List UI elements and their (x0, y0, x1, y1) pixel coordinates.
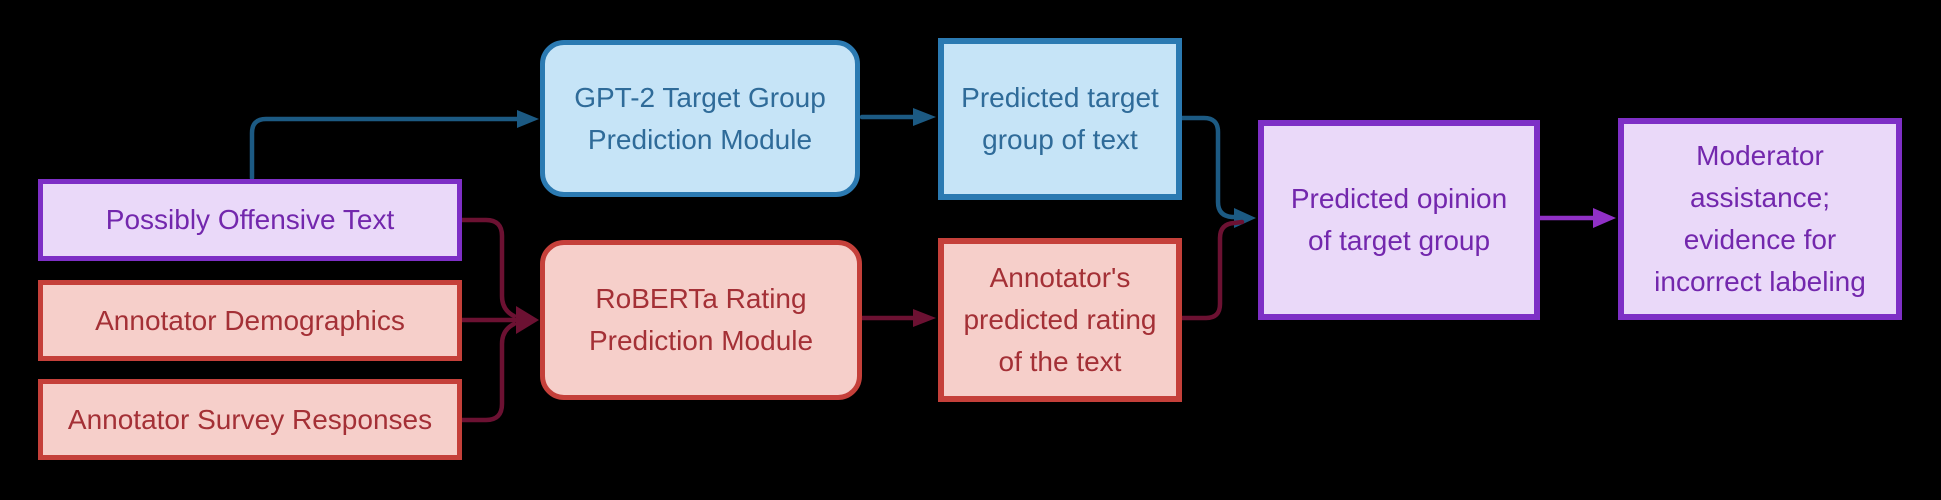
edge-offensive-to-gpt2 (249, 116, 521, 181)
node-possibly-offensive-text: Possibly Offensive Text (38, 179, 462, 261)
node-predicted-target-group-label: Predicted target group of text (961, 82, 1159, 155)
node-predicted-opinion-of-target-group: Predicted opinion of target group (1258, 120, 1540, 320)
arrowhead-rating-input-icon (913, 309, 936, 327)
arrowhead-opinion-input-icon (1234, 208, 1256, 228)
edge-target-group-to-opinion (1179, 115, 1239, 220)
node-annotator-demographics-label: Annotator Demographics (95, 304, 405, 336)
node-roberta-module-label: RoBERTa Rating Prediction Module (588, 283, 814, 356)
node-annotator-predicted-rating-label: Annotator's predicted rating of the text (963, 262, 1157, 377)
edge-offensive-to-roberta (459, 217, 517, 319)
node-possibly-offensive-text-label: Possibly Offensive Text (105, 204, 395, 235)
arrowhead-gpt2-input-icon (517, 110, 539, 128)
arrowhead-target-group-input-icon (913, 108, 936, 126)
arrowhead-roberta-input-icon (516, 306, 539, 334)
edge-survey-to-roberta (459, 321, 517, 423)
node-roberta-rating-prediction-module: RoBERTa Rating Prediction Module (540, 240, 862, 400)
node-gpt2-target-group-prediction-module: GPT-2 Target Group Prediction Module (540, 40, 860, 197)
node-moderator-assistance: Moderator assistance; evidence for incor… (1618, 118, 1902, 320)
node-annotator-predicted-rating: Annotator's predicted rating of the text (938, 238, 1182, 402)
arrowhead-moderator-input-icon (1593, 208, 1616, 228)
node-annotator-demographics: Annotator Demographics (38, 280, 462, 361)
node-annotator-survey-responses-label: Annotator Survey Responses (67, 403, 433, 435)
node-predicted-opinion-label: Predicted opinion of target group (1290, 183, 1508, 256)
node-moderator-assistance-label: Moderator assistance; evidence for incor… (1654, 140, 1866, 297)
node-gpt2-module-label: GPT-2 Target Group Prediction Module (574, 81, 826, 155)
edge-rating-to-opinion (1179, 219, 1245, 321)
node-predicted-target-group: Predicted target group of text (938, 38, 1182, 200)
node-annotator-survey-responses: Annotator Survey Responses (38, 379, 462, 460)
